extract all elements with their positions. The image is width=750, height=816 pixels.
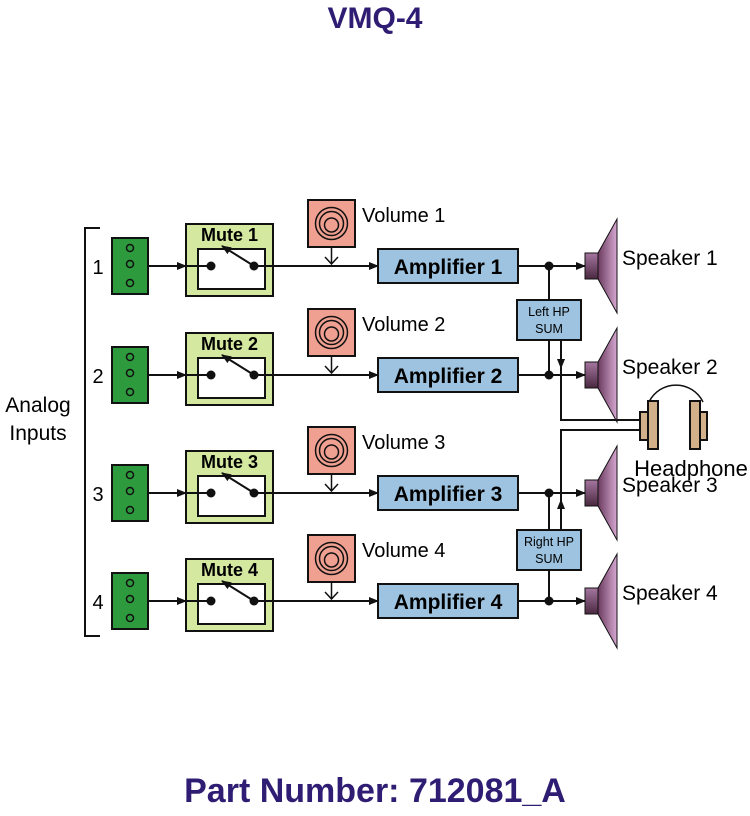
- amplifier-label: Amplifier 2: [394, 365, 503, 388]
- volume-knob-icon: [307, 308, 356, 357]
- mute-block: Mute 4: [185, 558, 274, 632]
- mute-label: Mute 4: [201, 560, 258, 580]
- input-number: 2: [92, 366, 103, 388]
- channel-4: 4 Mute 4 Volume 4 Amplifier 4 Speaker 4: [92, 534, 718, 650]
- amplifier-block: Amplifier 3: [377, 475, 519, 511]
- volume-label: Volume 2: [362, 314, 445, 336]
- speaker-icon: [584, 444, 618, 542]
- channel-3: 3 Mute 3 Volume 3 Amplifier 3 Speaker 3: [92, 426, 718, 542]
- inputs-bracket: [84, 227, 100, 637]
- headphone-icon: [639, 384, 708, 450]
- input-number: 3: [92, 484, 103, 506]
- amplifier-label: Amplifier 4: [394, 591, 503, 614]
- volume-label: Volume 1: [362, 205, 445, 227]
- speaker-label: Speaker 2: [622, 356, 718, 379]
- volume-knob-icon: [307, 534, 356, 583]
- volume-label: Volume 4: [362, 540, 445, 562]
- right-hp-sum-block: Right HP SUM: [516, 429, 640, 601]
- switch-icon: [221, 472, 255, 494]
- right-hp-sum-label-2: SUM: [535, 552, 563, 566]
- switch-icon: [221, 354, 255, 376]
- volume-label: Volume 3: [362, 432, 445, 454]
- input-number: 4: [92, 592, 103, 614]
- mute-label: Mute 2: [201, 334, 258, 354]
- left-hp-sum-block: Left HP SUM: [516, 266, 640, 421]
- amplifier-block: Amplifier 4: [377, 583, 519, 619]
- switch-icon: [221, 580, 255, 602]
- speaker-label: Speaker 1: [622, 247, 718, 270]
- switch-icon: [221, 245, 255, 267]
- part-number: Part Number: 712081_A: [184, 772, 566, 810]
- volume-arrow: [324, 582, 339, 601]
- mute-block: Mute 2: [185, 332, 274, 406]
- right-hp-sum-label-1: Right HP: [524, 535, 574, 549]
- connector-icon: [111, 464, 149, 522]
- mute-label: Mute 1: [201, 225, 258, 245]
- headphone-label: Headphone: [634, 456, 748, 481]
- inputs-label-line2: Inputs: [9, 422, 66, 445]
- diagram-title: VMQ-4: [327, 2, 423, 35]
- volume-arrow: [324, 474, 339, 493]
- mute-block: Mute 1: [185, 223, 274, 297]
- left-hp-sum-label-2: SUM: [535, 322, 563, 336]
- input-number: 1: [92, 257, 103, 279]
- speaker-label: Speaker 3: [622, 474, 718, 497]
- amplifier-block: Amplifier 1: [377, 248, 519, 284]
- speaker-label: Speaker 4: [622, 582, 718, 605]
- volume-knob-icon: [307, 199, 356, 248]
- volume-knob-icon: [307, 426, 356, 475]
- amplifier-label: Amplifier 1: [394, 256, 503, 279]
- mute-block: Mute 3: [185, 450, 274, 524]
- connector-icon: [111, 237, 149, 295]
- volume-arrow: [324, 356, 339, 375]
- left-hp-sum-label-1: Left HP: [528, 305, 570, 319]
- amplifier-block: Amplifier 2: [377, 357, 519, 393]
- amplifier-label: Amplifier 3: [394, 483, 503, 506]
- mute-label: Mute 3: [201, 452, 258, 472]
- speaker-icon: [584, 217, 618, 315]
- channel-1: 1 Mute 1 Volume 1 Amplifier 1 Speaker 1: [92, 199, 718, 315]
- channel-2: 2 Mute 2 Volume 2 Amplifier 2 Speaker 2: [92, 308, 718, 424]
- inputs-label-line1: Analog: [5, 394, 70, 417]
- volume-arrow: [324, 247, 339, 266]
- speaker-icon: [584, 326, 618, 424]
- connector-icon: [111, 572, 149, 630]
- connector-icon: [111, 346, 149, 404]
- speaker-icon: [584, 552, 618, 650]
